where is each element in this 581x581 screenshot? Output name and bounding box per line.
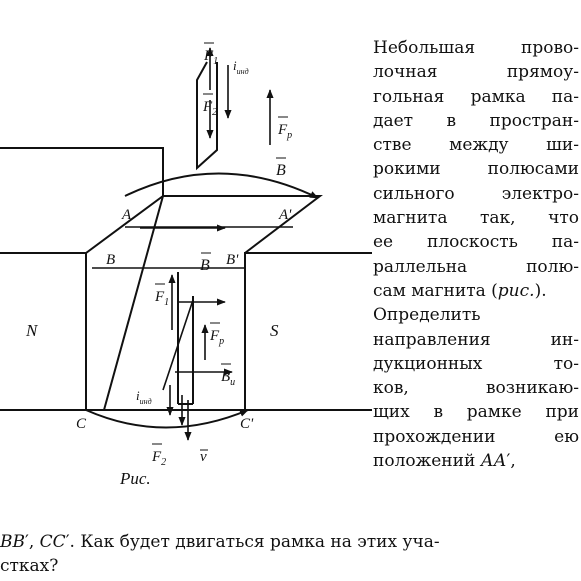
text-line: магнита так, что	[373, 208, 579, 229]
position-cc: СС	[39, 532, 66, 552]
label-b: B	[106, 252, 115, 268]
text-line: ее плоскость па-	[373, 232, 579, 253]
label-i-ind-top: iинд	[233, 58, 249, 76]
text-line: ВВ′, СС′. Как будет двигаться рамка на э…	[0, 532, 440, 552]
figure-reference: рис.	[497, 280, 535, 301]
position-aa: АА	[480, 451, 507, 472]
label-c: C	[76, 416, 87, 432]
problem-text-right-column: Небольшая прово- лочная прямоу- гольная …	[373, 36, 579, 473]
bottom-small-frame	[177, 272, 194, 405]
text-line: сильного электро-	[373, 183, 579, 204]
problem-text-bottom: ВВ′, СС′. Как будет двигаться рамка на э…	[0, 530, 575, 579]
text-line: направления ин-	[373, 329, 579, 350]
text-line: стве между ши-	[373, 135, 579, 156]
label-a-prime: A'	[278, 207, 292, 223]
text-line: Определить	[373, 305, 481, 326]
south-pole-outline	[244, 252, 372, 300]
text-line: прохождении ею	[373, 426, 579, 447]
text-line: ков, возникаю-	[373, 378, 579, 399]
text-line: положений АА′,	[373, 451, 516, 472]
label-b-field: B	[200, 257, 210, 274]
label-f1-bottom: F1	[154, 289, 169, 308]
label-fp-bottom: Fр	[209, 328, 224, 347]
trajectory-arc-top	[124, 172, 319, 199]
label-i-ind-bottom: iинд	[136, 388, 152, 406]
magnet-frame-figure: F1 iинд F2 Fр B A A' B B B' F1 N S Fр Bu…	[0, 42, 372, 488]
label-c-prime: C'	[240, 416, 254, 432]
position-bb: ВВ	[0, 532, 25, 552]
text-line: лочная прямоу-	[373, 62, 579, 83]
text-line: дукционных то-	[373, 353, 579, 374]
vector-overbars	[152, 42, 288, 451]
text-line: рокими полюсами	[373, 159, 579, 180]
label-south: S	[270, 321, 279, 340]
label-f2-bottom: F2	[151, 449, 166, 468]
label-f1-top: F1	[203, 48, 218, 67]
label-b-top: B	[276, 162, 286, 179]
label-a: A	[121, 207, 132, 223]
figure-caption: Рис.	[119, 469, 151, 488]
label-f2-top: F2	[202, 99, 217, 118]
label-fp-top: Fр	[277, 122, 292, 141]
label-v-bottom: v	[200, 449, 207, 465]
text-line: Небольшая прово-	[373, 38, 579, 58]
bottom-frame-diagonal	[162, 299, 194, 391]
north-pole-outline	[0, 147, 164, 254]
text-line: сам магнита (рис.).	[373, 280, 547, 301]
text-line: дает в простран-	[373, 110, 579, 131]
text-line: стках?	[0, 556, 59, 577]
text-line: гольная рамка па-	[373, 86, 579, 107]
trajectory-arc-bottom	[85, 409, 249, 429]
top-small-frame	[196, 61, 218, 171]
label-north: N	[25, 321, 39, 340]
label-bu-bottom: Bu	[221, 369, 235, 388]
label-b-prime: B'	[226, 252, 239, 268]
frame-plane-outline	[103, 195, 323, 411]
text-line: раллельна полю-	[373, 256, 579, 277]
text-line: щих в рамке при	[373, 402, 579, 423]
